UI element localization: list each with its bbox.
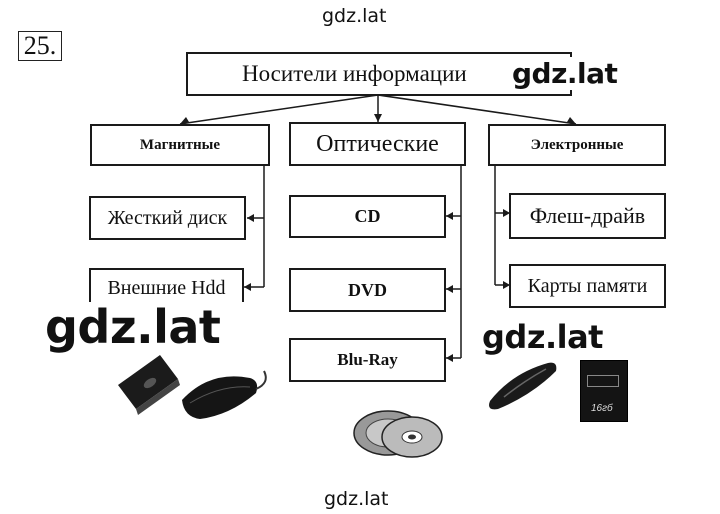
item-dvd-label: DVD [348, 279, 387, 300]
hard-drive-image [118, 355, 267, 419]
item-cd-label: CD [354, 206, 381, 226]
root-label: Носители информации [242, 61, 467, 86]
item-bluray: Blu-Ray [289, 338, 446, 382]
item-external-hdd: Внешние Hdd [89, 268, 244, 302]
category-optical: Оптические [289, 122, 466, 166]
category-magnetic: Магнитные [90, 124, 270, 166]
watermark-left-big: gdz.lat [45, 300, 221, 354]
item-memory-cards: Карты памяти [509, 264, 666, 308]
watermark-right-mid: gdz.lat [482, 318, 607, 356]
category-electronic: Электронные [488, 124, 666, 166]
sd-card-capacity: 16гб [591, 403, 613, 414]
item-hard-disk-label: Жесткий диск [107, 206, 228, 229]
exercise-number: 25. [18, 31, 62, 61]
item-external-hdd-label: Внешние Hdd [107, 277, 226, 299]
watermark-title-overlay: gdz.lat [512, 57, 624, 90]
item-bluray-label: Blu-Ray [337, 350, 398, 369]
disc-image [353, 410, 443, 458]
item-hard-disk: Жесткий диск [89, 196, 246, 240]
item-cd: CD [289, 195, 446, 238]
watermark-top: gdz.lat [322, 5, 387, 27]
item-memory-cards-label: Карты памяти [527, 274, 648, 297]
category-optical-label: Оптические [316, 130, 439, 157]
item-flash-drive: Флеш-драйв [509, 193, 666, 239]
sd-card-image: 16гб [580, 360, 628, 422]
watermark-bottom: gdz.lat [324, 488, 389, 510]
root-node: Носители информации [186, 52, 572, 96]
item-flash-drive-label: Флеш-драйв [529, 203, 646, 228]
item-dvd: DVD [289, 268, 446, 312]
flash-drive-image [489, 362, 557, 410]
category-electronic-label: Электронные [530, 136, 624, 153]
category-magnetic-label: Магнитные [139, 136, 221, 153]
sd-card-logo [587, 375, 619, 387]
